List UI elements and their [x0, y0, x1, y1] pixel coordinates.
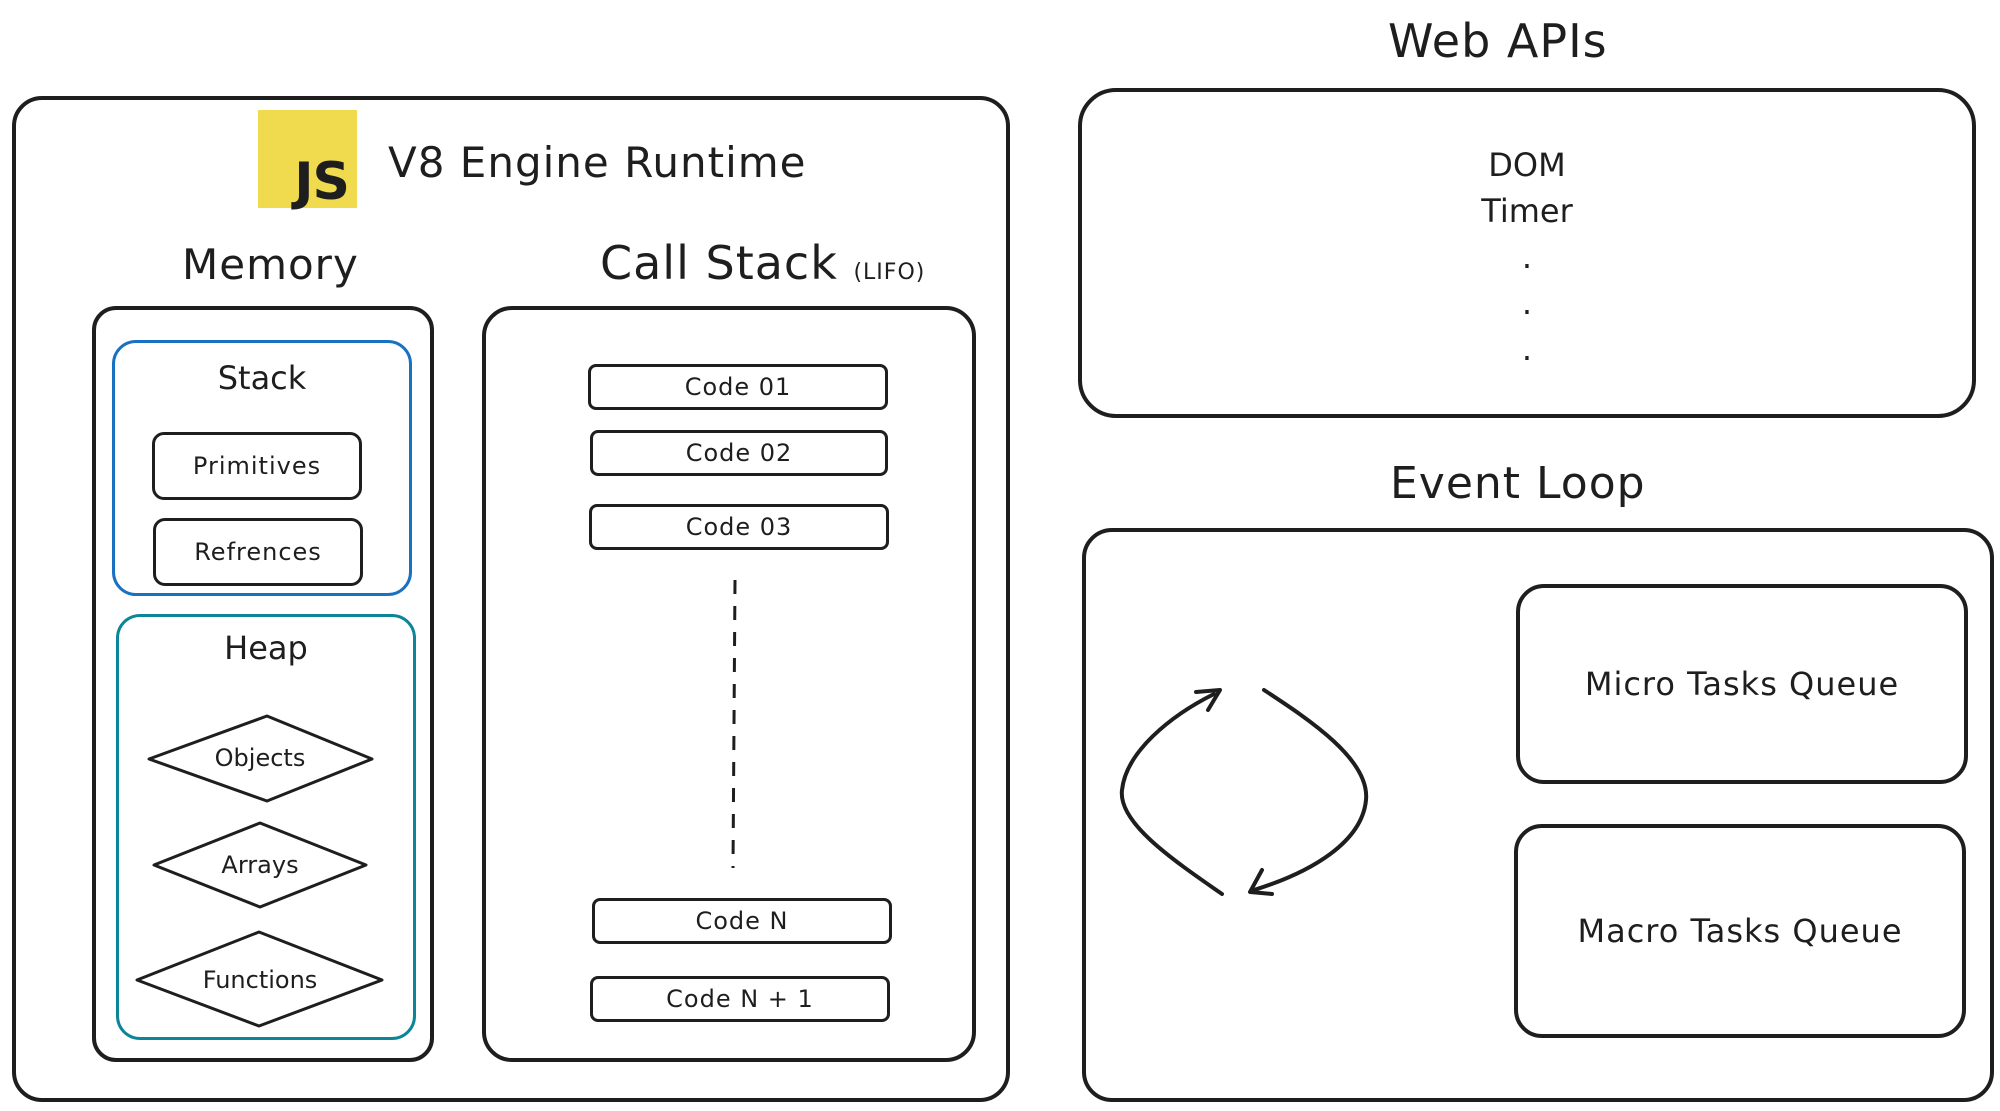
- call-stack-item: Code N + 1: [590, 976, 890, 1022]
- stack-item-label: Primitives: [192, 452, 322, 480]
- call-stack-item: Code N: [592, 898, 892, 944]
- web-api-more-dot: .: [1521, 330, 1533, 368]
- call-stack-subtitle: (LIFO): [853, 260, 926, 285]
- heap-item-arrays: Arrays: [221, 851, 299, 879]
- web-api-item-dom: DOM: [1488, 146, 1566, 184]
- diamond-arrays: [152, 821, 368, 909]
- call-stack-item: Code 03: [589, 504, 889, 550]
- call-stack-item-label: Code 01: [684, 373, 792, 401]
- web-api-item-timer: Timer: [1481, 192, 1573, 230]
- heap-item-functions: Functions: [202, 966, 318, 994]
- call-stack-item: Code 02: [590, 430, 888, 476]
- stack-item-primitives: Primitives: [152, 432, 362, 500]
- web-api-more-dot: .: [1521, 284, 1533, 322]
- stack-item-refrences: Refrences: [153, 518, 363, 586]
- memory-stack-title: Stack: [217, 359, 307, 397]
- call-stack-item-label: Code 02: [685, 439, 793, 467]
- call-stack-item-label: Code N: [695, 907, 789, 935]
- micro-tasks-queue-label: Micro Tasks Queue: [1584, 665, 1900, 703]
- call-stack-item: Code 01: [588, 364, 888, 410]
- heap-item-objects: Objects: [214, 744, 306, 772]
- web-apis-container: DOM Timer . . .: [1078, 88, 1976, 418]
- event-loop-title: Event Loop: [1390, 458, 1646, 509]
- web-api-more-dot: .: [1521, 238, 1533, 276]
- call-stack-item-label: Code N + 1: [666, 985, 814, 1013]
- call-stack-title: Call Stack (LIFO): [600, 236, 925, 290]
- web-apis-title: Web APIs: [1388, 14, 1608, 68]
- web-apis-list: DOM Timer . . .: [1082, 142, 1972, 372]
- diamond-objects: [147, 714, 374, 803]
- macro-tasks-queue: Macro Tasks Queue: [1514, 824, 1966, 1038]
- call-stack-item-label: Code 03: [685, 513, 793, 541]
- call-stack-title-text: Call Stack: [600, 236, 838, 290]
- memory-heap-title: Heap: [224, 629, 308, 667]
- micro-tasks-queue: Micro Tasks Queue: [1516, 584, 1968, 784]
- macro-tasks-queue-label: Macro Tasks Queue: [1577, 912, 1903, 950]
- js-logo: JS: [258, 110, 357, 208]
- js-logo-text: JS: [294, 152, 350, 212]
- diamond-functions: [135, 930, 384, 1028]
- stack-item-label: Refrences: [194, 538, 322, 566]
- runtime-title: V8 Engine Runtime: [388, 138, 807, 187]
- memory-title: Memory: [182, 240, 359, 289]
